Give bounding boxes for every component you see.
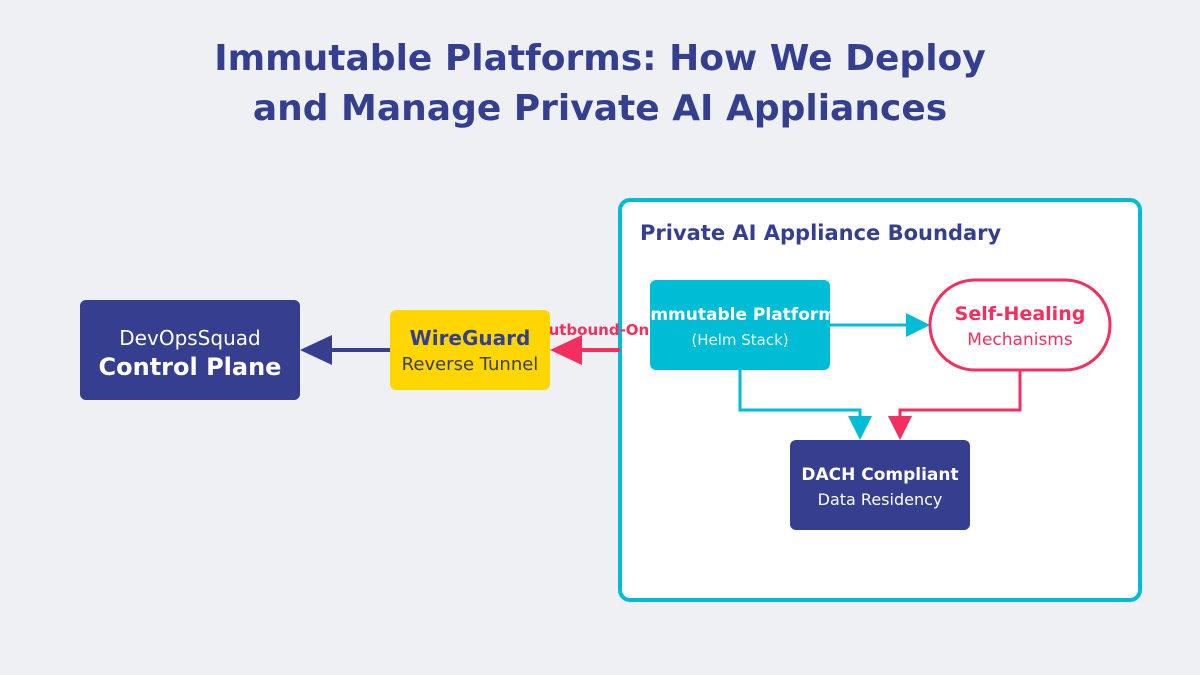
diagram-title-line-1: Immutable Platforms: How We Deploy: [214, 38, 986, 79]
control-plane-line-1: DevOpsSquad: [119, 326, 260, 350]
self-healing-line-2: Mechanisms: [967, 330, 1073, 350]
self-healing-line-1: Self-Healing: [955, 303, 1086, 325]
outbound-label-group: Outbound-Only: [536, 321, 665, 339]
node-wireguard: WireGuard Reverse Tunnel: [390, 310, 550, 390]
arrowhead-to-control-plane: [300, 335, 332, 365]
node-control-plane: DevOpsSquad Control Plane: [80, 300, 300, 400]
arrowhead-platform-to-dach: [848, 416, 872, 440]
outbound-only-label: Outbound-Only: [536, 321, 665, 339]
node-self-healing: Self-Healing Mechanisms: [928, 278, 1112, 372]
dach-line-2: Data Residency: [818, 490, 943, 509]
appliance-boundary-label: Private AI Appliance Boundary: [640, 221, 1002, 245]
control-plane-line-2: Control Plane: [99, 353, 282, 381]
wireguard-line-2: Reverse Tunnel: [402, 354, 539, 375]
node-immutable-platform: Immutable Platform (Helm Stack): [644, 280, 836, 370]
node-dach: DACH Compliant Data Residency: [790, 440, 970, 530]
dach-box: [790, 440, 970, 530]
edge-self-healing-to-dach: [898, 370, 1022, 418]
control-plane-box: [80, 300, 300, 400]
edge-platform-to-dach: [738, 370, 862, 418]
wireguard-box: [390, 310, 550, 390]
immutable-platform-line-2: (Helm Stack): [691, 331, 788, 349]
immutable-platform-line-1: Immutable Platform: [644, 305, 836, 325]
appliance-boundary: [618, 198, 1142, 602]
self-healing-box: [928, 278, 1112, 372]
dach-line-1: DACH Compliant: [801, 465, 958, 485]
arrowhead-to-wireguard: [550, 335, 582, 365]
immutable-platform-box: [650, 280, 830, 370]
arrowhead-self-healing-to-dach: [888, 416, 912, 440]
diagram-title-line-2: and Manage Private AI Appliances: [253, 88, 947, 129]
arrowhead-to-self-healing: [906, 313, 930, 337]
wireguard-line-1: WireGuard: [410, 326, 531, 350]
